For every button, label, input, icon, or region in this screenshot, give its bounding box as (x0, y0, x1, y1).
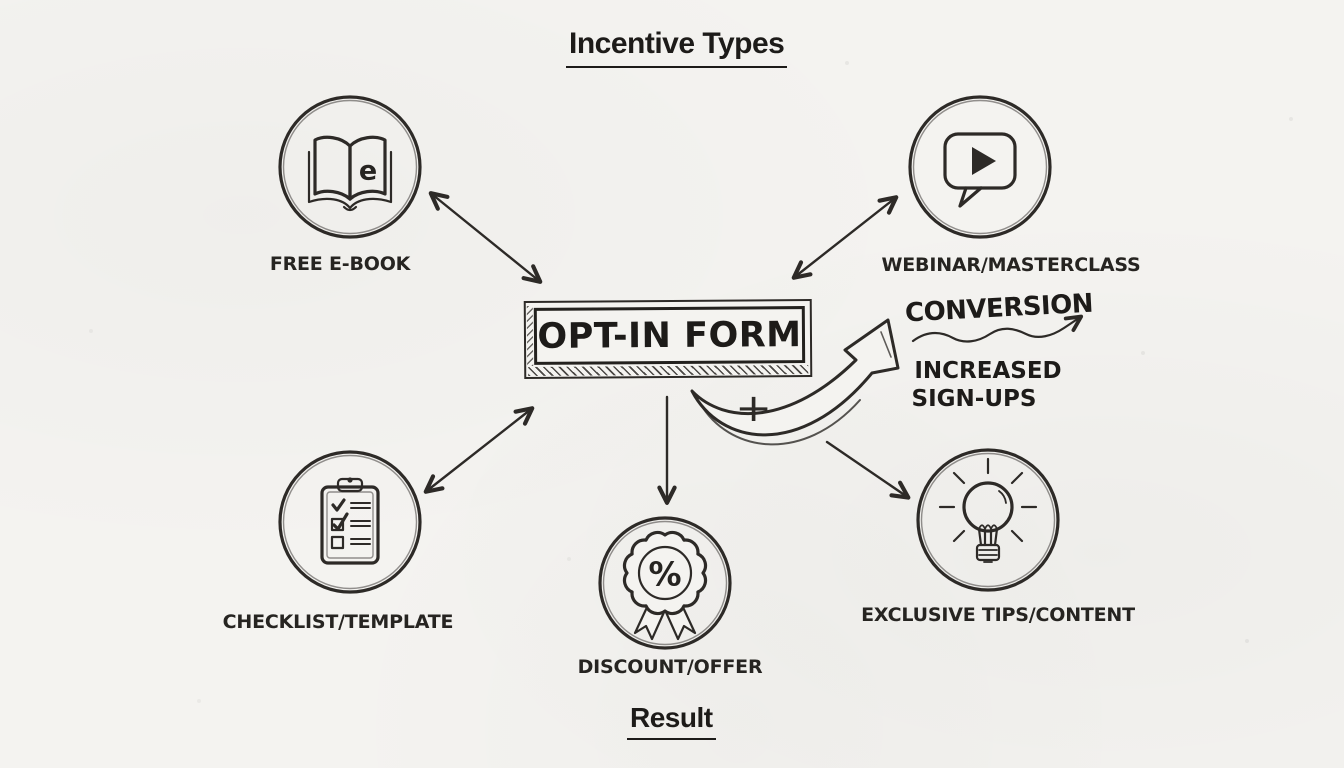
book-letter: e (359, 156, 377, 187)
node-label-discount: DISCOUNT/OFFER (577, 656, 763, 678)
result-label: Result (627, 702, 716, 740)
box-bottom-hatch (528, 365, 809, 376)
node-label-exclusive-tips: EXCLUSIVE TIPS/CONTENT (861, 604, 1135, 626)
lightbulb-icon (916, 448, 1060, 592)
swoosh-sketch-line (699, 399, 861, 446)
video-speech-bubble-icon (908, 95, 1052, 239)
box-left-hatch (526, 305, 534, 366)
plus-sign: + (735, 384, 773, 431)
node-label-webinar: WEBINAR/MASTERCLASS (881, 254, 1141, 276)
arrow-checklist-optin (423, 406, 535, 494)
arrow-optin-webinar (791, 195, 899, 280)
percent-badge-icon: % (598, 516, 732, 650)
percent-symbol: % (648, 555, 681, 594)
increased-label: INCREASED (914, 358, 1062, 384)
opt-in-form-box: OPT-IN FORM (523, 298, 813, 380)
arrow-optin-tips (825, 440, 911, 500)
swoosh-head-shading (880, 331, 892, 358)
clipboard-checklist-icon (278, 450, 422, 594)
rosette-path (622, 530, 708, 616)
node-label-checklist: CHECKLIST/TEMPLATE (222, 611, 454, 633)
node-label-free-ebook: FREE E-BOOK (269, 253, 411, 275)
diagram-title: Incentive Types (566, 27, 788, 68)
book-icon: e (278, 95, 422, 239)
conversion-underline-arrow (911, 314, 1084, 343)
sign-ups-label: SIGN-UPS (911, 386, 1037, 412)
conversion-swoosh-arrow (690, 318, 900, 437)
opt-in-form-label: OPT-IN FORM (533, 306, 806, 365)
arrow-ebook-optin (428, 191, 543, 284)
